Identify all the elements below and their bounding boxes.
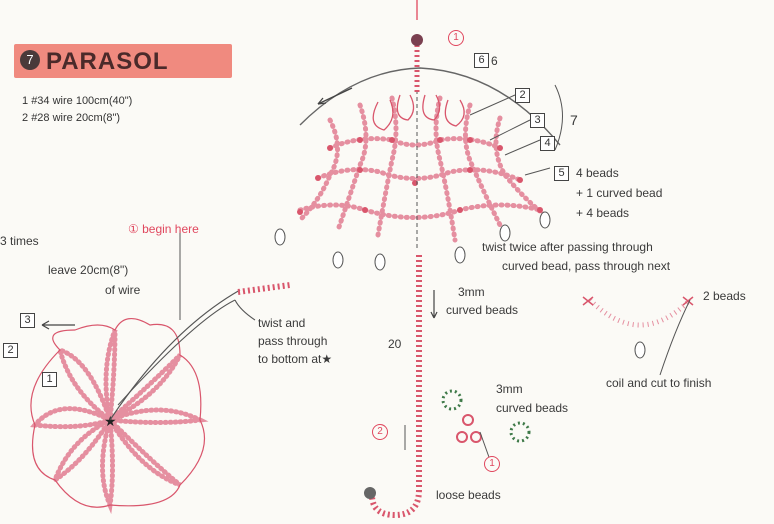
title-badge: 7 PARASOL xyxy=(14,44,232,78)
step-box: 3 xyxy=(20,313,35,328)
green-beads xyxy=(443,391,529,441)
loose-beads-label: loose beads xyxy=(436,488,501,502)
curved-size-label: 3mm xyxy=(458,285,485,299)
shaft-label: 20 xyxy=(388,337,401,351)
material-num: 2 xyxy=(22,112,28,124)
wire-marker: 2 xyxy=(372,424,388,440)
twist-label-2: pass through xyxy=(258,334,327,348)
wire-marker: 1 xyxy=(448,30,464,46)
leave-wire-label: leave 20cm(8") xyxy=(48,263,128,277)
material-item: 2 #28 wire 20cm(8") xyxy=(22,112,120,124)
detail-diagram xyxy=(583,297,693,375)
handle-size-label: 3mm xyxy=(496,382,523,396)
step-box: 2 xyxy=(515,88,530,103)
beads-label-3: + 4 beads xyxy=(576,206,629,220)
beads-label-1: 4 beads xyxy=(576,166,619,180)
step-box: 2 xyxy=(3,343,18,358)
material-text: #34 wire 100cm(40") xyxy=(31,95,132,107)
red-beads xyxy=(457,415,481,442)
wire-marker: 1 xyxy=(484,456,500,472)
material-text: #28 wire 20cm(8") xyxy=(31,112,120,124)
flower-petals xyxy=(35,330,200,505)
canopy-petals xyxy=(373,95,464,130)
step-box: 1 xyxy=(42,372,57,387)
canopy-outline xyxy=(300,68,560,145)
coil-label: coil and cut to finish xyxy=(606,376,711,390)
twist-label-3: to bottom at★ xyxy=(258,352,332,366)
begin-here-label: ① begin here xyxy=(128,222,199,236)
group-number: 7 xyxy=(570,113,578,127)
twist-twice-label: twist twice after passing through xyxy=(482,240,653,254)
pass-through-label: curved bead, pass through next xyxy=(502,259,670,273)
material-item: 1 #34 wire 100cm(40") xyxy=(22,95,132,107)
star-icon: ★ xyxy=(104,414,117,430)
beads-label-2: + 1 curved bead xyxy=(576,186,662,200)
two-beads-label: 2 beads xyxy=(703,289,746,303)
twist-label-1: twist and xyxy=(258,316,305,330)
title-number: 7 xyxy=(20,50,40,70)
bead-strand xyxy=(238,285,290,292)
top-bead xyxy=(411,34,423,46)
step-box: 6 xyxy=(474,53,489,68)
step-box: 4 xyxy=(540,136,555,151)
three-times-label: 3 times xyxy=(0,234,39,248)
step-six-count: 6 xyxy=(491,54,498,68)
material-num: 1 xyxy=(22,95,28,107)
direction-arrow-icon xyxy=(318,88,352,104)
page-title: PARASOL xyxy=(46,48,169,76)
step-box: 3 xyxy=(530,113,545,128)
curved-beads-label: curved beads xyxy=(446,303,518,317)
handle-curved-label: curved beads xyxy=(496,401,568,415)
step-box: 5 xyxy=(554,166,569,181)
of-wire-label: of wire xyxy=(105,283,140,297)
canopy-net xyxy=(300,98,545,240)
